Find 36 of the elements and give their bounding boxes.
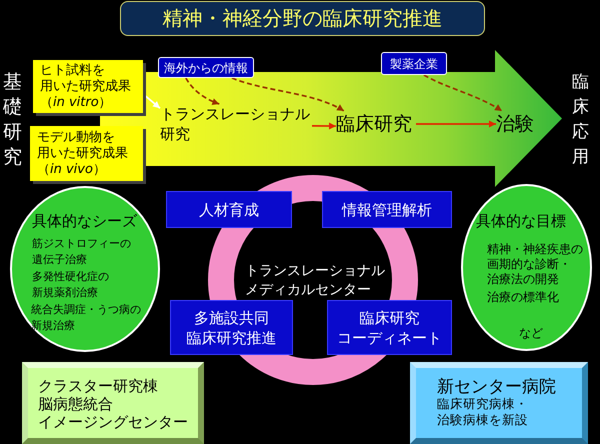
list-item: など <box>519 326 543 341</box>
list-item: 治療の標準化 <box>487 290 559 305</box>
dashed-arrow <box>424 74 502 112</box>
panel-heading: 具体的なシーズ <box>32 211 137 231</box>
source-tag: 海外からの情報 <box>158 57 254 78</box>
oval-panel <box>10 186 160 352</box>
source-tag: 製薬企業 <box>381 52 447 75</box>
title-banner: 精神・神経分野の臨床研究推進 <box>120 1 485 36</box>
panel-heading: クラスター研究棟 <box>38 377 158 395</box>
panel-heading: 具体的な目標 <box>476 211 566 231</box>
process-box: 情報管理解析 <box>322 191 452 228</box>
arrow <box>312 122 336 130</box>
arrow <box>416 120 496 128</box>
list-item: 多発性硬化症の新規薬剤治療 <box>32 269 109 301</box>
vertical-label: 臨床応用 <box>572 71 590 169</box>
stage-label: 治験 <box>496 111 536 137</box>
dashed-arrow <box>185 78 220 105</box>
stage-label: トランスレーショナル研究 <box>160 104 312 146</box>
process-box: 人材育成 <box>166 191 292 228</box>
process-box: 臨床研究コーディネート <box>327 300 452 355</box>
panel-text: 臨床研究病棟・治験病棟を新設 <box>437 396 528 428</box>
info-panel <box>410 362 588 444</box>
oval-panel <box>461 184 592 351</box>
list-item: 筋ジストロフィーの遺伝子治療 <box>32 236 131 268</box>
vertical-label: 基礎研究 <box>3 70 23 170</box>
panel-text: 脳病態統合イメージングセンター <box>38 395 188 431</box>
dashed-arrow <box>232 77 344 112</box>
list-item: 精神・神経疾患の画期的な診断・治療法の開発 <box>487 242 583 287</box>
process-box: 多施設共同臨床研究推進 <box>170 300 293 355</box>
panel-heading: 新センター病院 <box>437 376 556 398</box>
note-box: モデル動物を用いた研究成果（in vivo） <box>30 126 143 181</box>
center-label: トランスレーショナルメディカルセンター <box>245 262 385 300</box>
info-panel <box>22 362 204 444</box>
stage-label: 臨床研究 <box>336 111 416 137</box>
note-box: ヒト試料を用いた研究成果（in vitro） <box>33 60 143 113</box>
list-item: 統合失調症・うつ病の新規治療 <box>31 302 141 334</box>
